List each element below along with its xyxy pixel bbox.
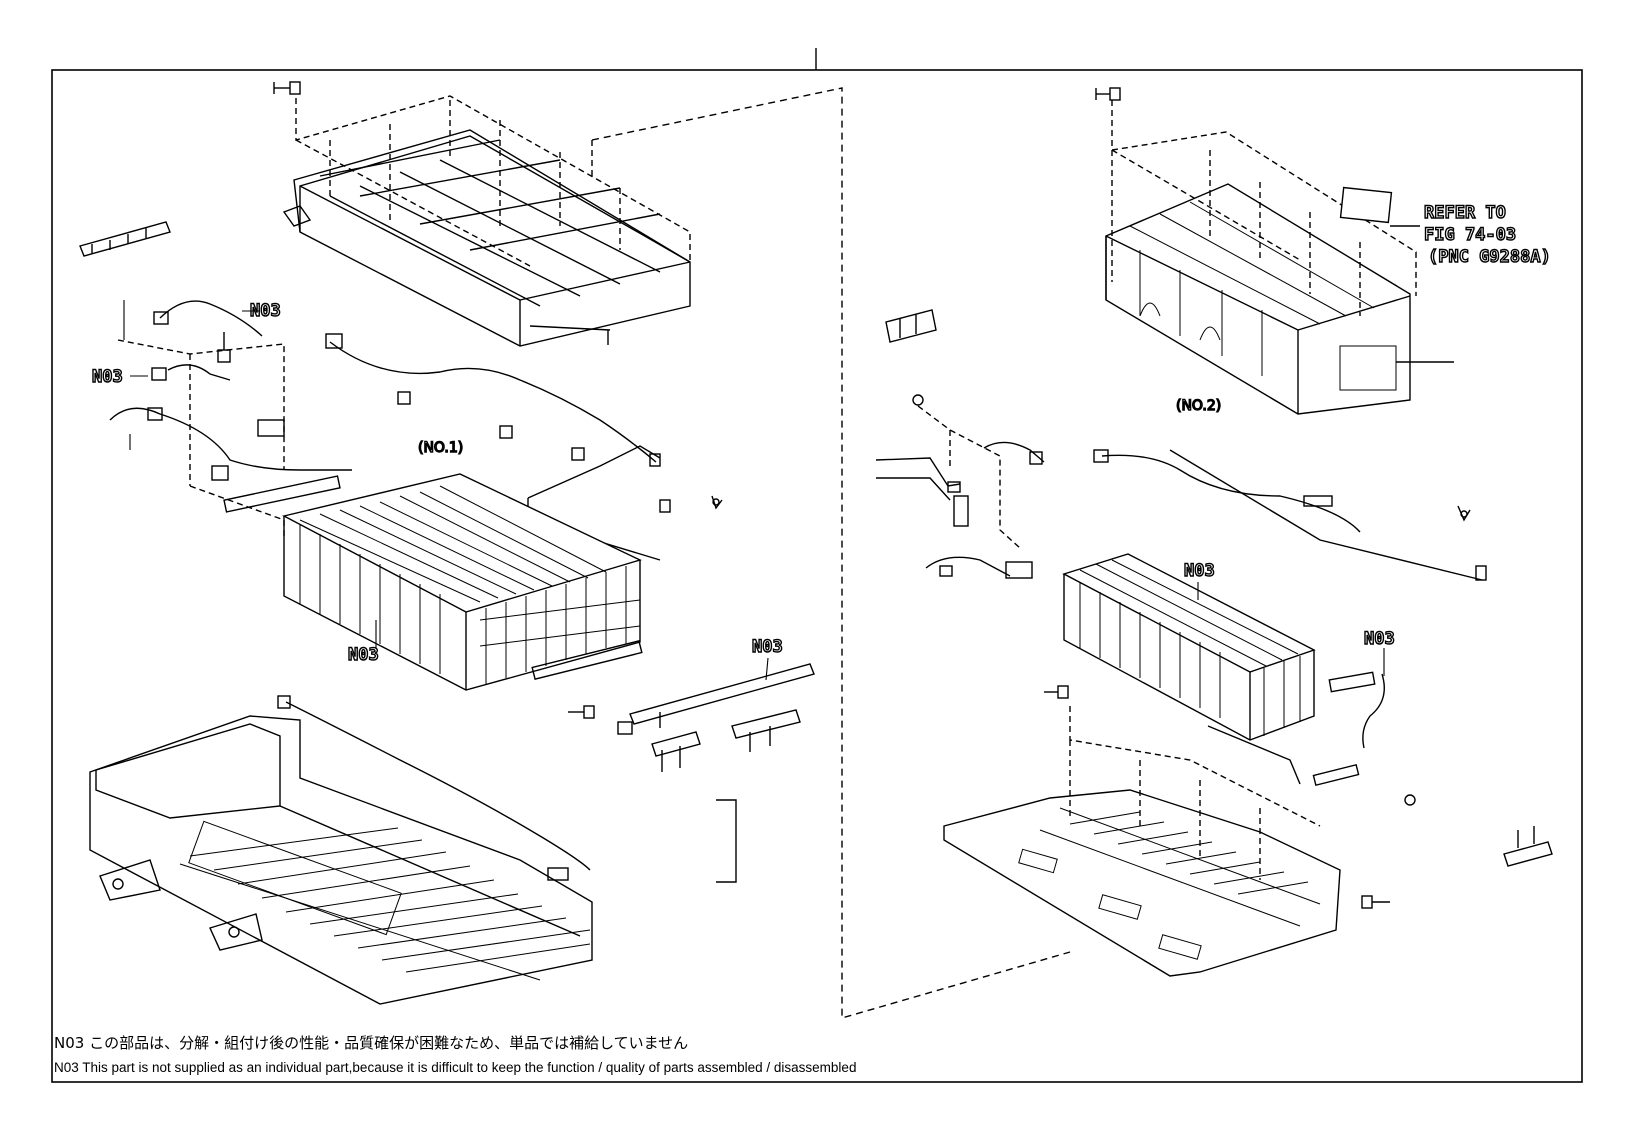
refer-fig-text: FIG 74-03 bbox=[1424, 225, 1516, 245]
harness-dashes-left bbox=[117, 339, 285, 540]
upper-cover-no2 bbox=[1105, 183, 1454, 415]
label-plate bbox=[1339, 186, 1393, 224]
bus-bar-module-upper bbox=[223, 475, 341, 513]
callout-bracket bbox=[716, 799, 737, 883]
cable-end-right bbox=[1328, 671, 1385, 749]
no2-label: (NO.2) bbox=[1176, 398, 1221, 414]
upper-cover-no1 bbox=[282, 129, 691, 347]
n03-label-terminal: N03 bbox=[752, 637, 783, 657]
nut-icon-right bbox=[1095, 87, 1121, 101]
clip-icon-right bbox=[1457, 505, 1471, 522]
n03-label-left-upper: N03 bbox=[250, 301, 281, 321]
upper-cover-dashes-right bbox=[1111, 100, 1417, 316]
clip-icon bbox=[711, 495, 723, 510]
refer-pnc-text: (PNC G9288A) bbox=[1428, 247, 1551, 267]
wire-harness-left bbox=[109, 300, 671, 561]
upper-cover-dashes bbox=[295, 95, 691, 267]
leader-lines bbox=[123, 300, 1385, 681]
connector-bracket-left bbox=[79, 221, 171, 257]
diagram-frame bbox=[51, 69, 1583, 1083]
tray-dashes-right bbox=[1069, 706, 1321, 880]
no1-label: (NO.1) bbox=[418, 440, 463, 456]
note-japanese: N03 この部品は、分解・組付け後の性能・品質確保が困難なため、単品では補給して… bbox=[54, 1034, 689, 1052]
connector-bracket-right bbox=[1503, 826, 1553, 867]
battery-module-no2 bbox=[1062, 553, 1316, 741]
bus-bar-module-lower bbox=[531, 640, 643, 680]
n03-label-left-mid: N03 bbox=[92, 367, 123, 387]
n03-label-battery-no2: N03 bbox=[1184, 561, 1215, 581]
nut-icon-lower bbox=[1044, 685, 1069, 699]
harness-dashes-right bbox=[917, 405, 1021, 549]
n03-label-cable-right: N03 bbox=[1364, 629, 1395, 649]
divider-dashed-line bbox=[591, 87, 1071, 1019]
lower-tray-no2 bbox=[943, 789, 1341, 977]
nut-icon bbox=[273, 81, 301, 95]
terminal-strip-right bbox=[617, 663, 815, 735]
refer-to-text: REFER TO bbox=[1424, 203, 1506, 223]
bolt-icon bbox=[568, 705, 595, 719]
connector-small-right bbox=[885, 309, 937, 343]
connector-blocks-lower bbox=[651, 709, 801, 772]
note-english: N03 This part is not supplied as an indi… bbox=[54, 1060, 857, 1075]
bolt-icon-right bbox=[1361, 895, 1390, 909]
wire-harness-right bbox=[875, 394, 1487, 581]
n03-label-battery-no1: N03 bbox=[348, 645, 379, 665]
battery-module-no1 bbox=[282, 473, 642, 691]
bus-bar-right bbox=[1207, 725, 1360, 787]
washer-icon bbox=[1404, 794, 1416, 806]
lower-tray-no1 bbox=[89, 695, 593, 1005]
